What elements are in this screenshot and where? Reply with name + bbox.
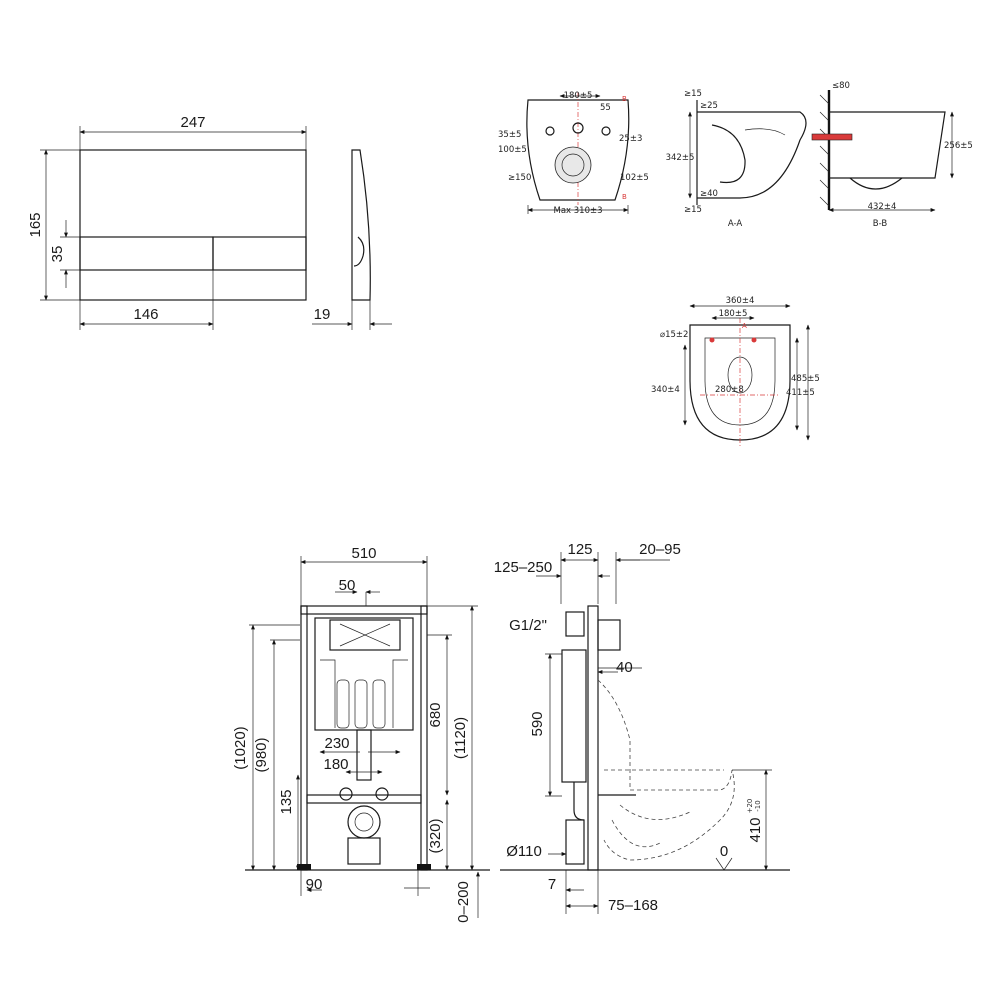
mounting-bracket [306, 794, 422, 804]
svg-text:680: 680 [427, 702, 444, 727]
svg-text:≥15: ≥15 [684, 89, 702, 99]
flush-plate-outline [79, 149, 307, 301]
svg-text:25±3: 25±3 [619, 134, 642, 144]
svg-text:≥15: ≥15 [684, 205, 702, 215]
svg-text:(1120): (1120) [452, 717, 469, 759]
svg-text:180±5: 180±5 [719, 309, 748, 319]
svg-text:B: B [622, 95, 627, 103]
flush-plate-front-view: 247 165 35 146 19 [27, 114, 392, 330]
svg-text:35±5: 35±5 [498, 130, 521, 140]
plate-depth-label: 19 [314, 306, 331, 323]
section-bb-label: B-B [873, 219, 888, 229]
section-a-a: 342±5 ≥15 ≥25 ≥40 ≥15 A-A [666, 89, 807, 229]
svg-text:230: 230 [324, 735, 349, 752]
left-button-width-label: 146 [133, 306, 158, 323]
svg-text:340±4: 340±4 [651, 385, 680, 395]
svg-text:342±5: 342±5 [666, 153, 695, 163]
floor-level-label: 0 [720, 843, 728, 860]
fixing-bolt [811, 133, 853, 141]
svg-text:20–95: 20–95 [639, 541, 681, 558]
section-b-b: ≤80 256±5 432±4 B-B [811, 81, 973, 229]
svg-text:75–168: 75–168 [608, 897, 658, 914]
svg-text:50: 50 [339, 577, 356, 594]
button-height-label: 35 [49, 246, 66, 263]
svg-text:55: 55 [600, 103, 611, 113]
svg-text:360±4: 360±4 [726, 296, 755, 306]
section-aa-label: A-A [728, 219, 743, 229]
svg-text:A: A [742, 322, 747, 330]
svg-text:≤80: ≤80 [832, 81, 850, 91]
svg-text:90: 90 [306, 876, 323, 893]
svg-text:(980): (980) [253, 737, 270, 772]
plate-height-label: 165 [27, 212, 44, 237]
svg-text:0–200: 0–200 [455, 881, 472, 923]
svg-text:B: B [622, 193, 627, 201]
left-flush-button [79, 236, 214, 271]
svg-text:590: 590 [529, 711, 546, 736]
svg-text:Max 310±3: Max 310±3 [553, 206, 602, 216]
outlet-pipe [347, 805, 381, 839]
svg-text:40: 40 [616, 659, 633, 676]
frame-width-label: 510 [351, 545, 376, 562]
svg-text:256±5: 256±5 [944, 141, 973, 151]
outlet-circle [554, 146, 592, 184]
svg-text:180±5: 180±5 [564, 91, 593, 101]
plate-width-label: 247 [180, 114, 205, 131]
svg-text:-10: -10 [754, 800, 762, 811]
svg-text:⌀15±2: ⌀15±2 [660, 330, 688, 340]
wall-hung-bowl-outline [597, 679, 735, 861]
svg-text:≥150: ≥150 [508, 173, 531, 183]
svg-text:(1020): (1020) [232, 726, 249, 769]
svg-text:125: 125 [567, 541, 592, 558]
svg-text:485±5: 485±5 [791, 374, 820, 384]
svg-text:+20: +20 [746, 799, 754, 814]
bowl-height-label: 410 [747, 817, 764, 842]
frame-side-upright [587, 605, 599, 871]
svg-text:432±4: 432±4 [868, 202, 897, 212]
bowl-rear-view: 180±5 55 35±5 100±5 25±3 ≥150 102±5 Max … [498, 91, 649, 216]
water-inlet-g12-label: G1/2" [509, 617, 547, 634]
svg-text:7: 7 [548, 876, 556, 893]
svg-text:≥40: ≥40 [700, 189, 718, 199]
flush-opening [329, 619, 401, 651]
installation-frame-side-view: 125 20–95 125–250 G1/2" 40 590 Ø110 7 75… [494, 541, 790, 914]
installation-frame-front-view: 510 50 (1020) (980) 135 680 (320) (1120)… [232, 545, 490, 923]
right-flush-button [212, 236, 307, 271]
svg-text:100±5: 100±5 [498, 145, 527, 155]
svg-text:102±5: 102±5 [620, 173, 649, 183]
bowl-back-outline [526, 99, 630, 201]
svg-text:280±8: 280±8 [715, 385, 744, 395]
flush-plate-side-profile [351, 149, 371, 301]
svg-text:180: 180 [323, 756, 348, 773]
svg-text:411±5: 411±5 [786, 388, 815, 398]
bowl-plan-view: 360±4 180±5 A ⌀15±2 340±4 280±8 485±5 41… [651, 296, 820, 448]
svg-text:≥25: ≥25 [700, 101, 718, 111]
svg-text:(320): (320) [427, 818, 444, 853]
frame-left-upright [300, 605, 308, 871]
cistern-side [561, 649, 587, 783]
svg-text:125–250: 125–250 [494, 559, 552, 576]
svg-text:135: 135 [278, 789, 295, 814]
svg-text:Ø110: Ø110 [506, 843, 542, 860]
